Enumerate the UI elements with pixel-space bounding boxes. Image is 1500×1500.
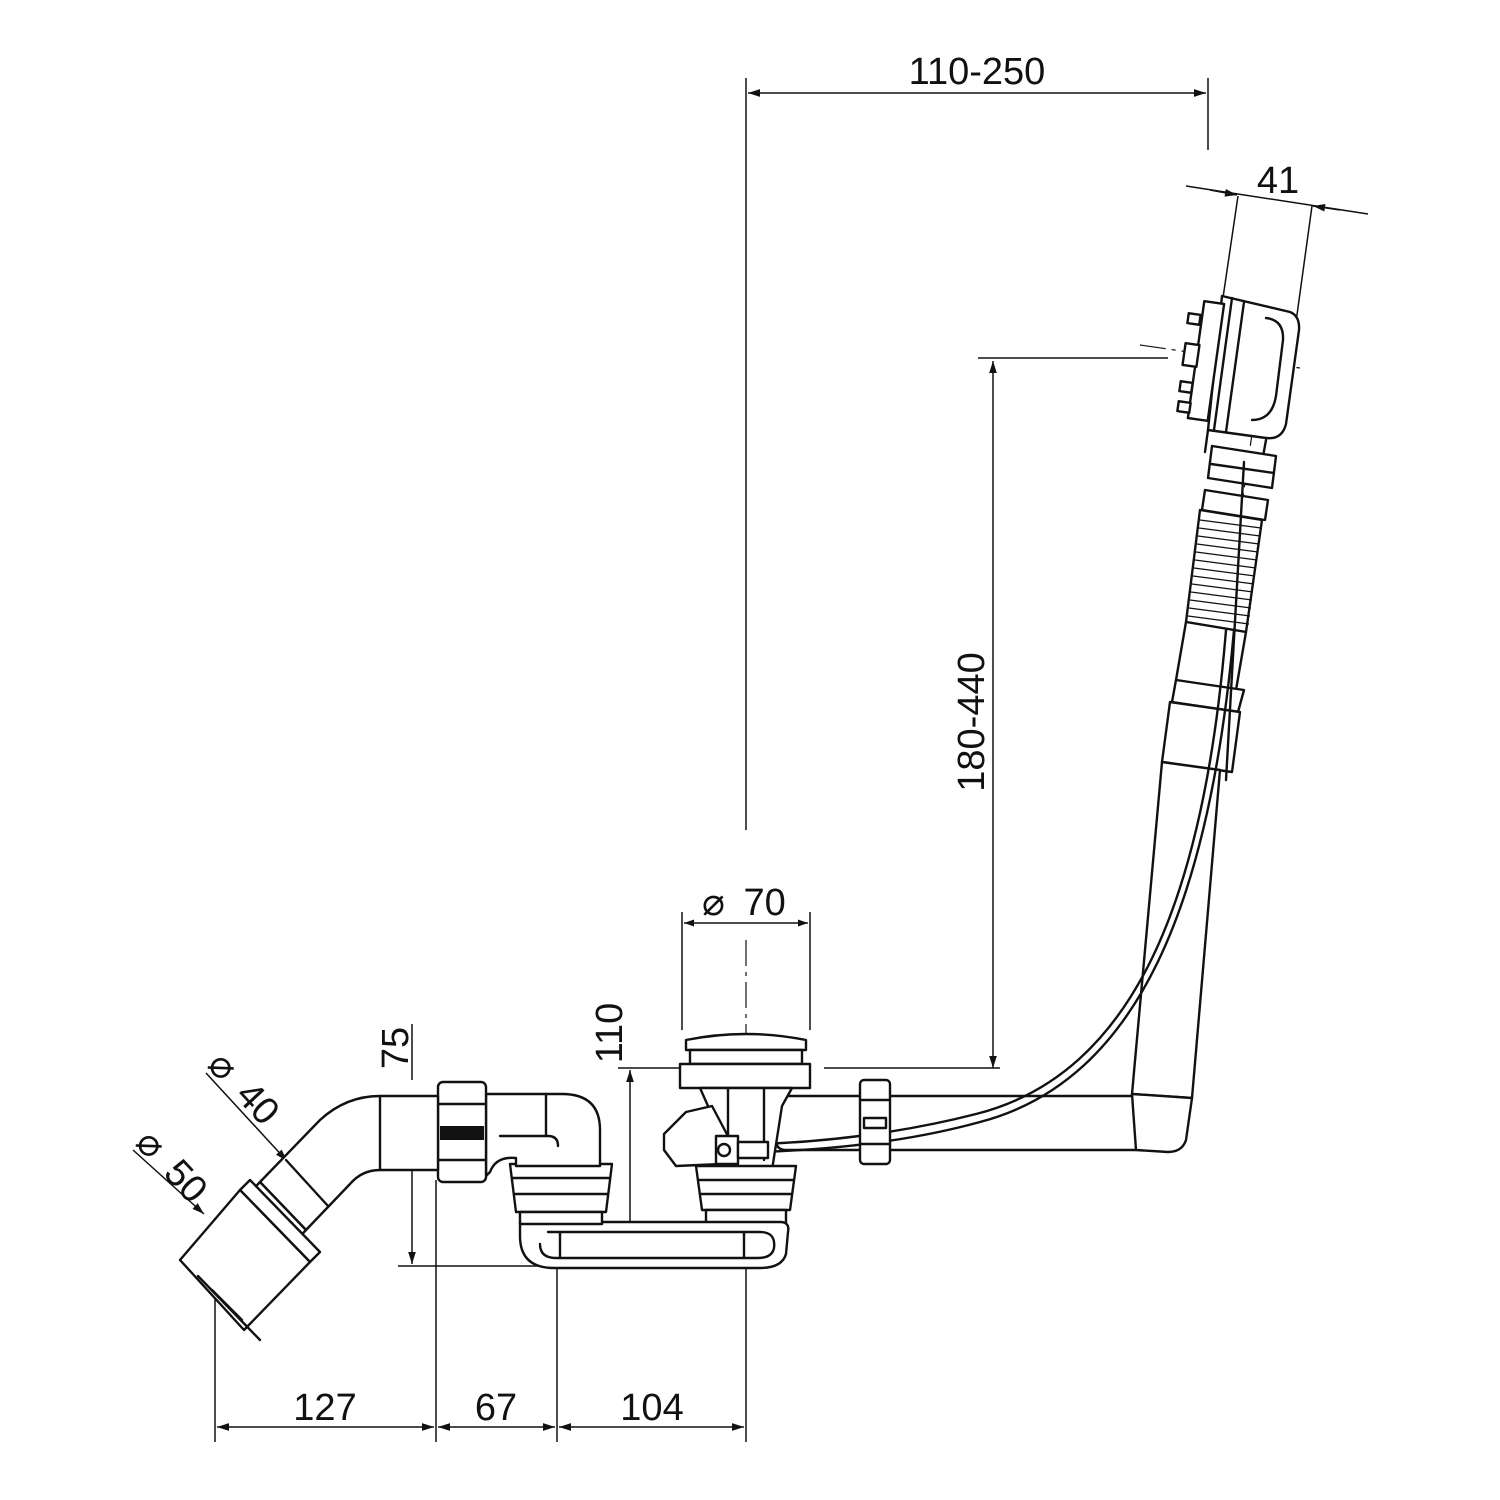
dimension-vertical-range: 180-440 [824, 357, 1168, 1069]
dim-label-40: ⌀ 40 [199, 1043, 287, 1133]
dimension-pipe-diameter-40: ⌀ 40 [199, 1043, 288, 1162]
drain-coupling [694, 1164, 798, 1228]
diameter-symbol: ⌀ [199, 1043, 245, 1088]
dimension-pipe-diameter-50: ⌀ 50 [127, 1121, 215, 1215]
drain-plug [678, 1032, 812, 1172]
dimension-bottom-chain: 127 67 104 [214, 1160, 747, 1442]
outlet-pipe-50 [178, 1178, 322, 1342]
overflow-head [1176, 294, 1301, 464]
dim-label-127: 127 [293, 1387, 356, 1429]
overflow-connector [1200, 444, 1278, 522]
pipe-nut-right [858, 1078, 892, 1166]
drain-lever [662, 1104, 770, 1168]
dimension-overflow-depth: 41 [1185, 160, 1369, 323]
trap-bottom [518, 1220, 790, 1270]
dim-label-50: ⌀ 50 [127, 1121, 215, 1211]
dim-label-41: 41 [1257, 160, 1299, 202]
dim-label-104: 104 [620, 1387, 683, 1429]
dim-label-40-value: 40 [228, 1074, 288, 1134]
dim-label-70-value: 70 [743, 882, 785, 924]
dim-label-75: 75 [375, 1027, 417, 1069]
dim-label-70: ⌀ 70 [702, 882, 786, 924]
outlet-elbow [484, 1092, 602, 1178]
dim-label-180-440: 180-440 [951, 652, 993, 791]
diameter-symbol: ⌀ [127, 1121, 173, 1166]
flexible-hose [1184, 508, 1264, 634]
dimension-drain-diameter: ⌀ 70 [681, 882, 811, 1030]
outlet-nut [436, 1080, 488, 1184]
dim-label-50-value: 50 [156, 1152, 216, 1212]
dimension-top-width: 110-250 [745, 51, 1209, 830]
trap-left-coupling [508, 1162, 614, 1226]
diameter-symbol: ⌀ [702, 882, 725, 924]
dim-label-110-250: 110-250 [909, 51, 1046, 93]
dim-label-67: 67 [475, 1387, 517, 1429]
dim-label-110: 110 [589, 1003, 631, 1064]
